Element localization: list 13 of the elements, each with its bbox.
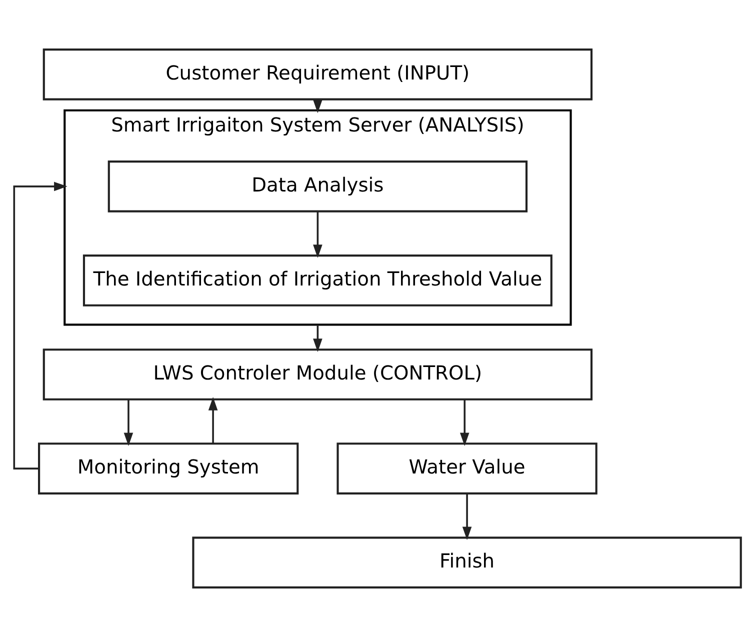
- node-box: Finish: [192, 536, 742, 588]
- node-box: Water Value: [336, 442, 598, 494]
- arrow: [124, 400, 134, 446]
- arrow: [208, 397, 218, 444]
- arrow: [13, 182, 68, 470]
- node-box: LWS Controler Module (CONTROL): [42, 348, 593, 400]
- arrow: [313, 324, 322, 352]
- node-box: Monitoring System: [38, 442, 299, 494]
- node-box: The Identification of Irrigation Threshold Value: [82, 254, 552, 306]
- arrow: [462, 494, 472, 540]
- arrow: [313, 212, 322, 258]
- arrow: [460, 400, 470, 446]
- node-box: Data Analysis: [108, 160, 528, 212]
